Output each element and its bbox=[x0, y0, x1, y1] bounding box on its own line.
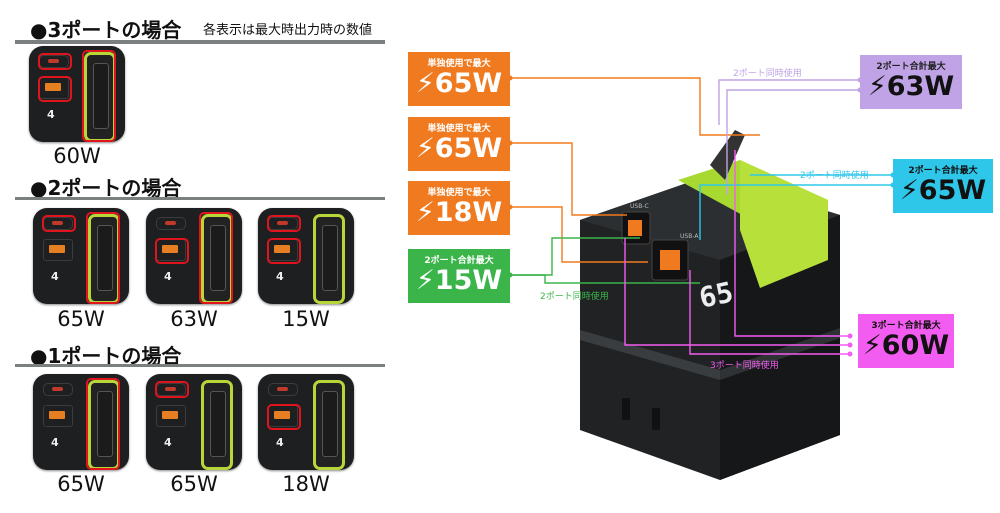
section-divider bbox=[15, 197, 385, 200]
port-highlight bbox=[267, 215, 301, 232]
flow-label-cyan: 2ポート同時使用 bbox=[800, 171, 869, 181]
port-label: 4 bbox=[47, 108, 55, 121]
badge-value: 63W bbox=[886, 71, 955, 102]
usb-a-port-label: USB-A bbox=[680, 233, 699, 240]
bolt-icon: ⚡ bbox=[415, 265, 435, 296]
port-highlight bbox=[82, 50, 116, 142]
charger-thumb-2port-a: 4 bbox=[33, 208, 129, 304]
port-highlight bbox=[199, 212, 233, 304]
port-highlight bbox=[42, 215, 76, 232]
charger-thumb-1port-c: 4 bbox=[258, 374, 354, 470]
badge-title: 3ポート合計最大 bbox=[871, 321, 941, 331]
charger-thumb-1port-b: 4 bbox=[146, 374, 242, 470]
watt-label: 65W bbox=[57, 307, 105, 331]
flow-label-pink: 3ポート同時使用 bbox=[710, 361, 779, 371]
bolt-icon: ⚡ bbox=[867, 71, 887, 102]
badge-single-65w-a: 単独使用で最大 ⚡65W bbox=[408, 52, 510, 106]
section-3port-title: ●3ポートの場合 bbox=[30, 18, 182, 42]
usb-c-port-icon bbox=[43, 383, 73, 396]
usb-c-cable-icon bbox=[88, 380, 120, 470]
usb-c-port-icon bbox=[156, 217, 186, 230]
badge-value: 15W bbox=[434, 265, 503, 296]
port-label: 4 bbox=[164, 436, 172, 449]
watt-label: 63W bbox=[170, 307, 218, 331]
badge-2port-63w: 2ポート合計最大 ⚡63W bbox=[860, 55, 962, 109]
usb-c-cable-icon bbox=[201, 214, 233, 304]
device-display: 65 bbox=[696, 275, 736, 314]
port-highlight bbox=[267, 404, 301, 430]
badge-title: 2ポート合計最大 bbox=[876, 62, 946, 72]
bolt-icon: ⚡ bbox=[862, 330, 882, 361]
charger-illustration: 65 USB-C USB-A bbox=[580, 130, 840, 480]
charger-thumb-2port-c: 4 bbox=[258, 208, 354, 304]
port-label: 4 bbox=[276, 436, 284, 449]
bolt-icon: ⚡ bbox=[415, 197, 435, 228]
badge-value: 65W bbox=[434, 133, 503, 164]
usb-c-port-label: USB-C bbox=[630, 203, 649, 210]
badge-title: 単独使用で最大 bbox=[427, 188, 491, 198]
charger-thumb-2port-b: 4 bbox=[146, 208, 242, 304]
badge-title: 2ポート合計最大 bbox=[424, 256, 494, 266]
badge-3port-60w: 3ポート合計最大 ⚡60W bbox=[858, 314, 954, 368]
bolt-icon: ⚡ bbox=[899, 175, 919, 206]
watt-label: 65W bbox=[170, 472, 218, 496]
charger-thumb-1port-a: 4 bbox=[33, 374, 129, 470]
charger-thumb-3port: 4 bbox=[29, 46, 125, 142]
section-divider bbox=[15, 364, 385, 367]
watt-label: 60W bbox=[53, 144, 101, 168]
section-divider bbox=[15, 40, 385, 44]
badge-value: 65W bbox=[434, 68, 503, 99]
port-label: 4 bbox=[51, 270, 59, 283]
usb-a-port-icon bbox=[43, 239, 73, 261]
usb-c-cable-icon bbox=[201, 380, 233, 470]
usb-c-cable-icon bbox=[84, 52, 116, 142]
badge-single-65w-b: 単独使用で最大 ⚡65W bbox=[408, 117, 510, 171]
usb-c-cable-icon bbox=[313, 380, 345, 470]
badge-2port-15w: 2ポート合計最大 ⚡15W bbox=[408, 249, 510, 303]
port-highlight bbox=[267, 238, 301, 264]
port-label: 4 bbox=[164, 270, 172, 283]
usb-a-port-icon bbox=[43, 405, 73, 427]
port-highlight bbox=[86, 212, 120, 304]
port-highlight bbox=[155, 381, 189, 398]
usb-c-cable-icon bbox=[313, 214, 345, 304]
port-label: 4 bbox=[51, 436, 59, 449]
badge-value: 18W bbox=[434, 197, 503, 228]
port-highlight bbox=[155, 238, 189, 264]
port-highlight bbox=[86, 378, 120, 470]
badge-single-18w: 単独使用で最大 ⚡18W bbox=[408, 181, 510, 235]
usb-c-port-icon bbox=[268, 383, 298, 396]
display-note: 各表示は最大時出力時の数値 bbox=[203, 23, 373, 38]
section-2port-title: ●2ポートの場合 bbox=[30, 176, 182, 200]
watt-label: 18W bbox=[282, 472, 330, 496]
badge-title: 単独使用で最大 bbox=[427, 59, 491, 69]
port-highlight bbox=[38, 53, 72, 70]
badge-2port-65w: 2ポート合計最大 ⚡65W bbox=[893, 159, 993, 213]
watt-label: 15W bbox=[282, 307, 330, 331]
port-highlight bbox=[38, 76, 72, 102]
bolt-icon: ⚡ bbox=[415, 133, 435, 164]
badge-value: 65W bbox=[918, 175, 987, 206]
badge-title: 2ポート合計最大 bbox=[908, 166, 978, 176]
watt-label: 65W bbox=[57, 472, 105, 496]
port-label: 4 bbox=[276, 270, 284, 283]
badge-value: 60W bbox=[881, 330, 950, 361]
bolt-icon: ⚡ bbox=[415, 68, 435, 99]
badge-title: 単独使用で最大 bbox=[427, 124, 491, 134]
usb-a-port-icon bbox=[156, 405, 186, 427]
flow-label-lavender: 2ポート同時使用 bbox=[733, 69, 802, 79]
flow-label-green: 2ポート同時使用 bbox=[540, 292, 609, 302]
